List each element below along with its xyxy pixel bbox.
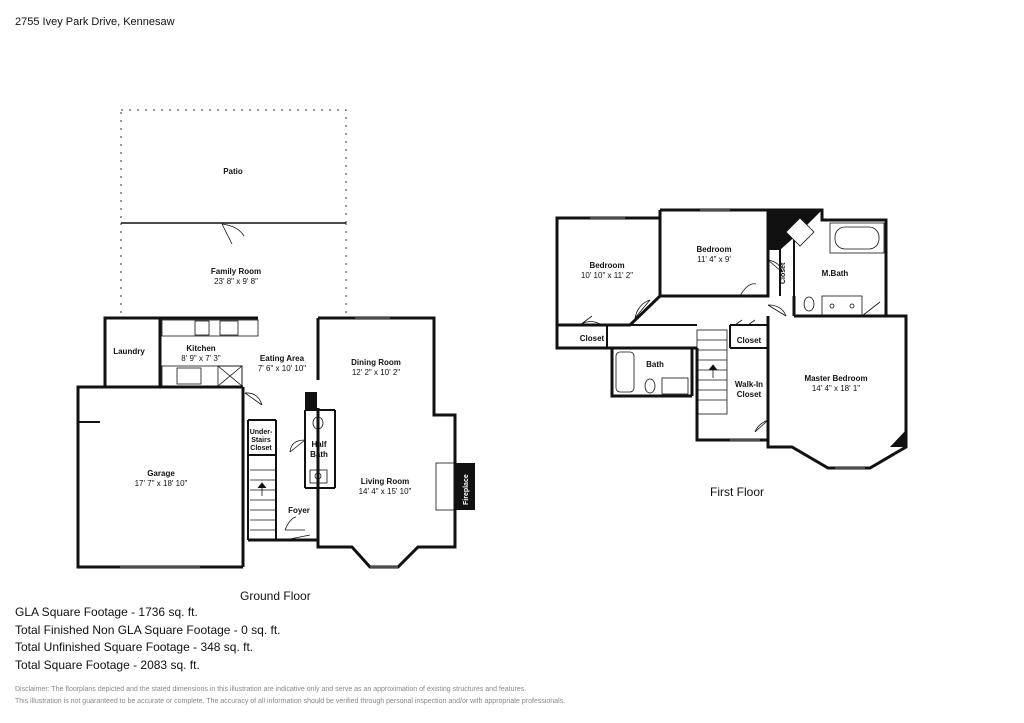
disclaimer: Disclaimer: The floorplans depicted and … [15, 684, 565, 707]
patio-area [120, 109, 347, 316]
bedroom-2-dims: 11' 4" x 9' [697, 255, 731, 264]
fireplace [455, 463, 475, 510]
disclaimer-line-1: Disclaimer: The floorplans depicted and … [15, 686, 527, 693]
kitchen-label: Kitchen [186, 344, 215, 353]
bedroom-1-dims: 10' 10" x 11' 2" [581, 271, 633, 280]
garage-label: Garage [147, 469, 175, 478]
family-room-label: Family Room [211, 267, 261, 276]
laundry-label: Laundry [113, 347, 145, 356]
ground-floor-plan [76, 109, 475, 569]
dining-room-label: Dining Room [351, 358, 401, 367]
closet-1-label: Closet [580, 334, 605, 343]
closet-2-label: Closet [737, 336, 762, 345]
patio-label: Patio [223, 167, 243, 176]
half-bath-line-2: Bath [310, 450, 328, 459]
eating-area-label: Eating Area [260, 354, 305, 363]
total-square-footage: Total Square Footage - 2083 sq. ft. [15, 657, 200, 672]
living-room-label: Living Room [361, 477, 409, 486]
eating-area-dims: 7' 6" x 10' 10" [258, 364, 306, 373]
master-bedroom-label: Master Bedroom [804, 374, 867, 383]
master-bedroom-dims: 14' 4" x 18' 1" [812, 384, 860, 393]
unfinished-square-footage: Total Unfinished Square Footage - 348 sq… [15, 640, 254, 655]
family-room-dims: 23' 8" x 9' 8" [214, 277, 258, 286]
ground-stairs [250, 469, 276, 531]
closet-vertical-label: Closet [780, 262, 787, 284]
disclaimer-line-2: This illustration is not guaranteed to b… [15, 697, 566, 705]
bedroom-1-label: Bedroom [589, 261, 624, 270]
kitchen-dims: 8' 9" x 7' 3" [181, 354, 221, 363]
property-address: 2755 Ivey Park Drive, Kennesaw [15, 16, 175, 28]
under-stairs-line-2: Stairs [251, 437, 271, 444]
gla-square-footage: GLA Square Footage - 1736 sq. ft. [15, 605, 198, 619]
main-exterior-wall [248, 316, 457, 569]
dining-room-dims: 12' 2" x 10' 2" [352, 368, 400, 377]
under-stairs-line-3: Closet [250, 445, 272, 452]
finished-non-gla-square-footage: Total Finished Non GLA Square Footage - … [15, 622, 281, 637]
first-floor-label: First Floor [710, 485, 764, 499]
walk-in-closet-line-2: Closet [737, 390, 762, 399]
walk-in-closet-line-1: Walk-In [735, 380, 763, 389]
under-stairs-line-1: Under- [250, 429, 273, 436]
fireplace-label: Fireplace [463, 474, 470, 505]
bath-label: Bath [646, 360, 664, 369]
foyer-label: Foyer [288, 506, 310, 515]
m-bath-label: M.Bath [822, 269, 849, 278]
half-bath-line-1: Half [311, 440, 326, 449]
first-floor-plan [555, 208, 908, 470]
garage-dims: 17' 7" x 18' 10" [135, 479, 188, 488]
living-room-dims: 14' 4" x 15' 10" [359, 487, 412, 496]
bedroom-2-label: Bedroom [696, 245, 731, 254]
first-floor-exterior-wall [555, 216, 692, 398]
first-floor-stairs [696, 329, 728, 415]
square-footage-summary: GLA Square Footage - 1736 sq. ft. Total … [15, 604, 280, 674]
ground-floor-label: Ground Floor [240, 589, 311, 603]
laundry-wall [76, 316, 243, 569]
